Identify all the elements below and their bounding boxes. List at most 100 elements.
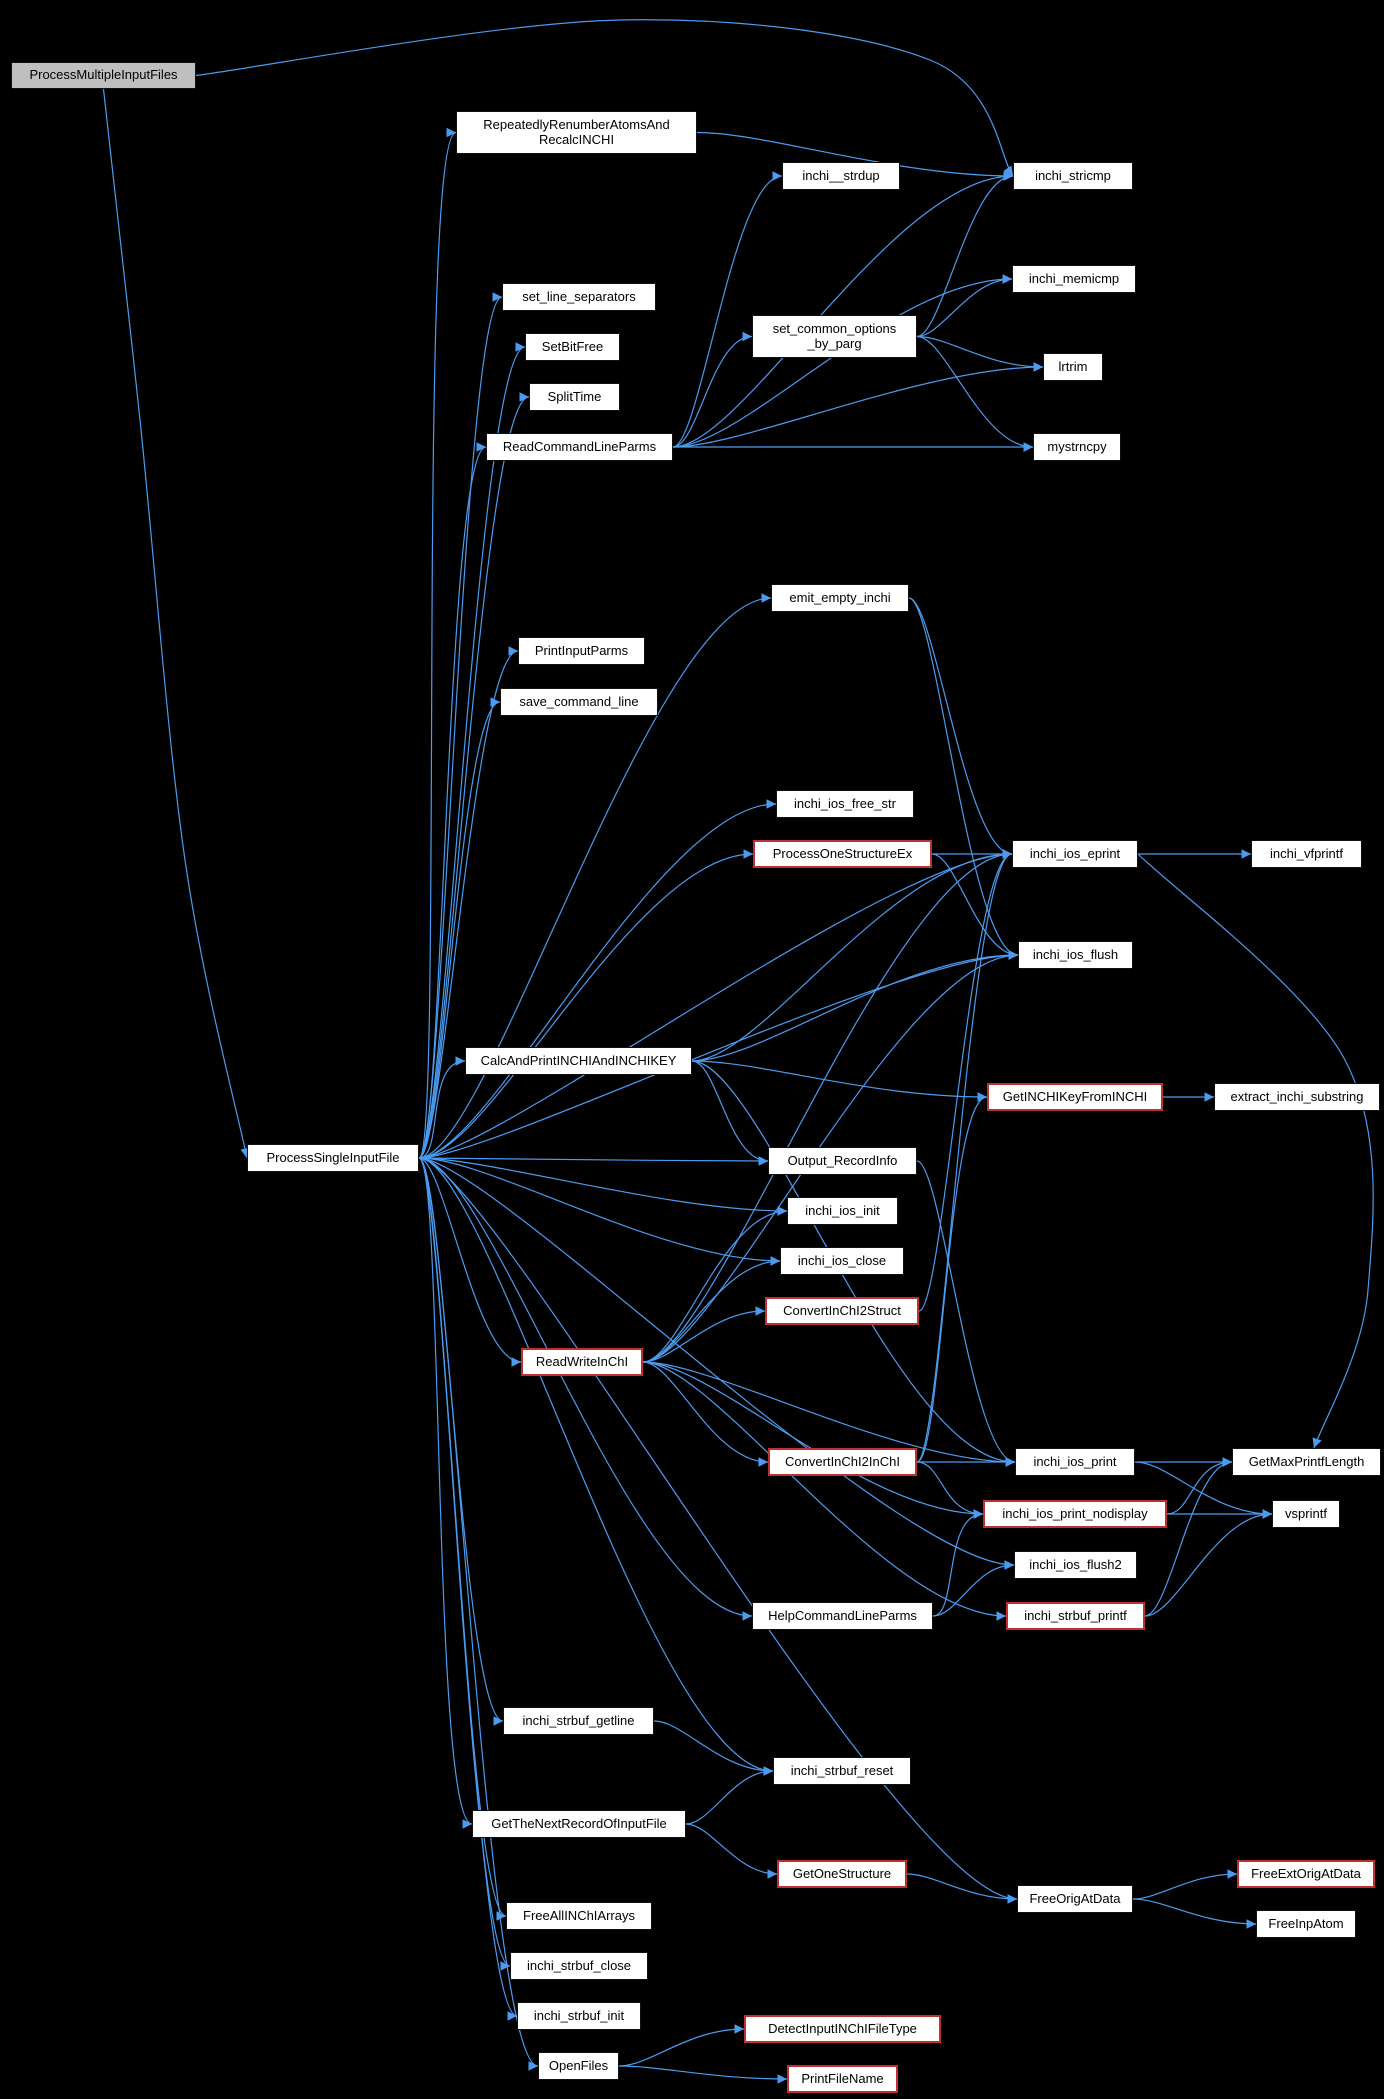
edge-scop-mystrncpy [916,335,1034,452]
node-rra[interactable]: RepeatedlyRenumberAtomsAnd RecalcINCHI [456,111,697,154]
node-c2c[interactable]: ConvertInChI2InChI [768,1448,917,1476]
edge-isp-gmpl [1144,1457,1233,1617]
node-iop[interactable]: inchi_ios_print [1015,1448,1135,1476]
edge-rwi-c2c [642,1361,769,1467]
edge-gtnr-gos [685,1823,778,1879]
node-posx[interactable]: ProcessOneStructureEx [753,840,932,868]
node-isc[interactable]: inchi_strbuf_close [510,1952,648,1980]
node-sls[interactable]: set_line_separators [502,283,656,311]
node-eei[interactable]: emit_empty_inchi [771,584,909,612]
node-fia[interactable]: FreeInpAtom [1256,1910,1356,1938]
edge-rclp-lrtrim [672,362,1044,448]
node-isi[interactable]: inchi_strbuf_init [517,2002,641,2030]
node-feoad[interactable]: FreeExtOrigAtData [1237,1860,1375,1888]
edge-psif-eei [418,593,772,1159]
edge-rwi-iop [642,1361,1016,1467]
edge-capk-iofl [691,950,1019,1062]
edge-psif-iofl [418,950,1019,1159]
edge-psif-of [418,1157,539,2071]
node-ori[interactable]: Output_RecordInfo [768,1147,917,1175]
edge-isg-isr [653,1720,774,1776]
edge-eei-iofl [908,597,1019,960]
node-scop[interactable]: set_common_options _by_parg [752,315,917,358]
edge-iopn-gmpl [1166,1457,1233,1515]
node-diift[interactable]: DetectInputINChIFileType [744,2015,941,2043]
edge-pmif-psif [102,88,250,1159]
edge-psif-foad [418,1157,1018,1904]
edge-capk-ori [691,1060,769,1166]
node-pfn[interactable]: PrintFileName [787,2065,898,2093]
node-lrtrim[interactable]: lrtrim [1043,353,1103,381]
node-eis[interactable]: extract_inchi_substring [1214,1083,1380,1111]
node-pmif: ProcessMultipleInputFiles [11,62,196,89]
node-c2s[interactable]: ConvertInChI2Struct [765,1297,919,1325]
node-rwi[interactable]: ReadWriteInChI [521,1348,643,1376]
node-isr[interactable]: inchi_strbuf_reset [773,1757,911,1785]
node-ioc[interactable]: inchi_ios_close [780,1247,904,1275]
edge-c2c-gik [916,1092,988,1463]
node-ioe[interactable]: inchi_ios_eprint [1012,840,1138,868]
node-iofl[interactable]: inchi_ios_flush [1018,941,1133,969]
edge-psif-ioc [418,1157,781,1266]
edge-rwi-ioe [642,849,1013,1363]
node-foad[interactable]: FreeOrigAtData [1017,1885,1133,1913]
node-faia[interactable]: FreeAllINChIArrays [506,1902,652,1930]
node-isg[interactable]: inchi_strbuf_getline [503,1707,654,1735]
edge-scop-stricmp [916,171,1014,338]
edge-foad-fia [1132,1898,1257,1929]
node-ioi[interactable]: inchi_ios_init [787,1197,898,1225]
node-of[interactable]: OpenFiles [538,2052,619,2080]
edge-psif-ioi [418,1157,788,1216]
edge-rra-stricmp [696,131,1014,181]
edge-psif-scl [418,697,501,1159]
node-gos[interactable]: GetOneStructure [777,1860,907,1888]
edge-rclp-strdup [672,171,783,448]
node-ivf[interactable]: inchi_vfprintf [1251,840,1362,868]
node-gmpl[interactable]: GetMaxPrintfLength [1232,1448,1381,1476]
node-gik[interactable]: GetINCHIKeyFromINCHI [987,1083,1163,1111]
node-vsp[interactable]: vsprintf [1272,1500,1340,1528]
edge-psif-iofl2 [418,1157,1015,1570]
edge-hclp-iopn [932,1509,984,1617]
edge-gos-foad [906,1873,1018,1904]
edge-psif-rclp [418,442,487,1159]
node-sbf[interactable]: SetBitFree [525,333,620,361]
node-stricmp[interactable]: inchi_stricmp [1013,162,1133,190]
edge-rwi-c2s [642,1306,766,1363]
edge-hclp-iofl2 [932,1560,1015,1617]
edge-ioe-gmpl [1137,853,1374,1449]
node-iofs[interactable]: inchi_ios_free_str [776,790,914,818]
node-memicmp[interactable]: inchi_memicmp [1012,265,1136,293]
edge-foad-feoad [1132,1869,1238,1900]
edge-psif-iofs [418,799,777,1159]
edge-psif-sbf [418,342,526,1159]
edge-psif-isr [418,1157,774,1776]
node-hclp[interactable]: HelpCommandLineParms [752,1602,933,1630]
node-iopn[interactable]: inchi_ios_print_nodisplay [983,1500,1167,1528]
edge-rwi-ioi [642,1206,788,1363]
node-isp[interactable]: inchi_strbuf_printf [1006,1602,1145,1630]
node-scl[interactable]: save_command_line [500,688,658,716]
node-strdup[interactable]: inchi__strdup [782,162,900,190]
edge-psif-rra [418,127,457,1159]
node-mystrncpy[interactable]: mystrncpy [1033,433,1121,461]
edge-rwi-ioc [642,1256,781,1363]
node-iofl2[interactable]: inchi_ios_flush2 [1014,1551,1137,1579]
node-pip[interactable]: PrintInputParms [518,637,645,665]
edge-capk-gik [691,1060,988,1102]
edge-rwi-iopn [642,1361,984,1519]
edge-of-diift [618,2024,745,2067]
node-capk[interactable]: CalcAndPrintINCHIAndINCHIKEY [465,1047,692,1075]
edge-psif-capk [418,1056,466,1159]
node-psif[interactable]: ProcessSingleInputFile [247,1144,419,1172]
node-gtnr[interactable]: GetTheNextRecordOfInputFile [472,1810,686,1838]
edge-scop-lrtrim [916,335,1044,372]
edge-psif-rwi [418,1157,522,1367]
node-split[interactable]: SplitTime [529,383,620,411]
edge-psif-posx [418,849,754,1159]
edge-posx-iofl [931,853,1019,960]
node-rclp[interactable]: ReadCommandLineParms [486,433,673,461]
edge-rclp-scop [672,331,753,448]
